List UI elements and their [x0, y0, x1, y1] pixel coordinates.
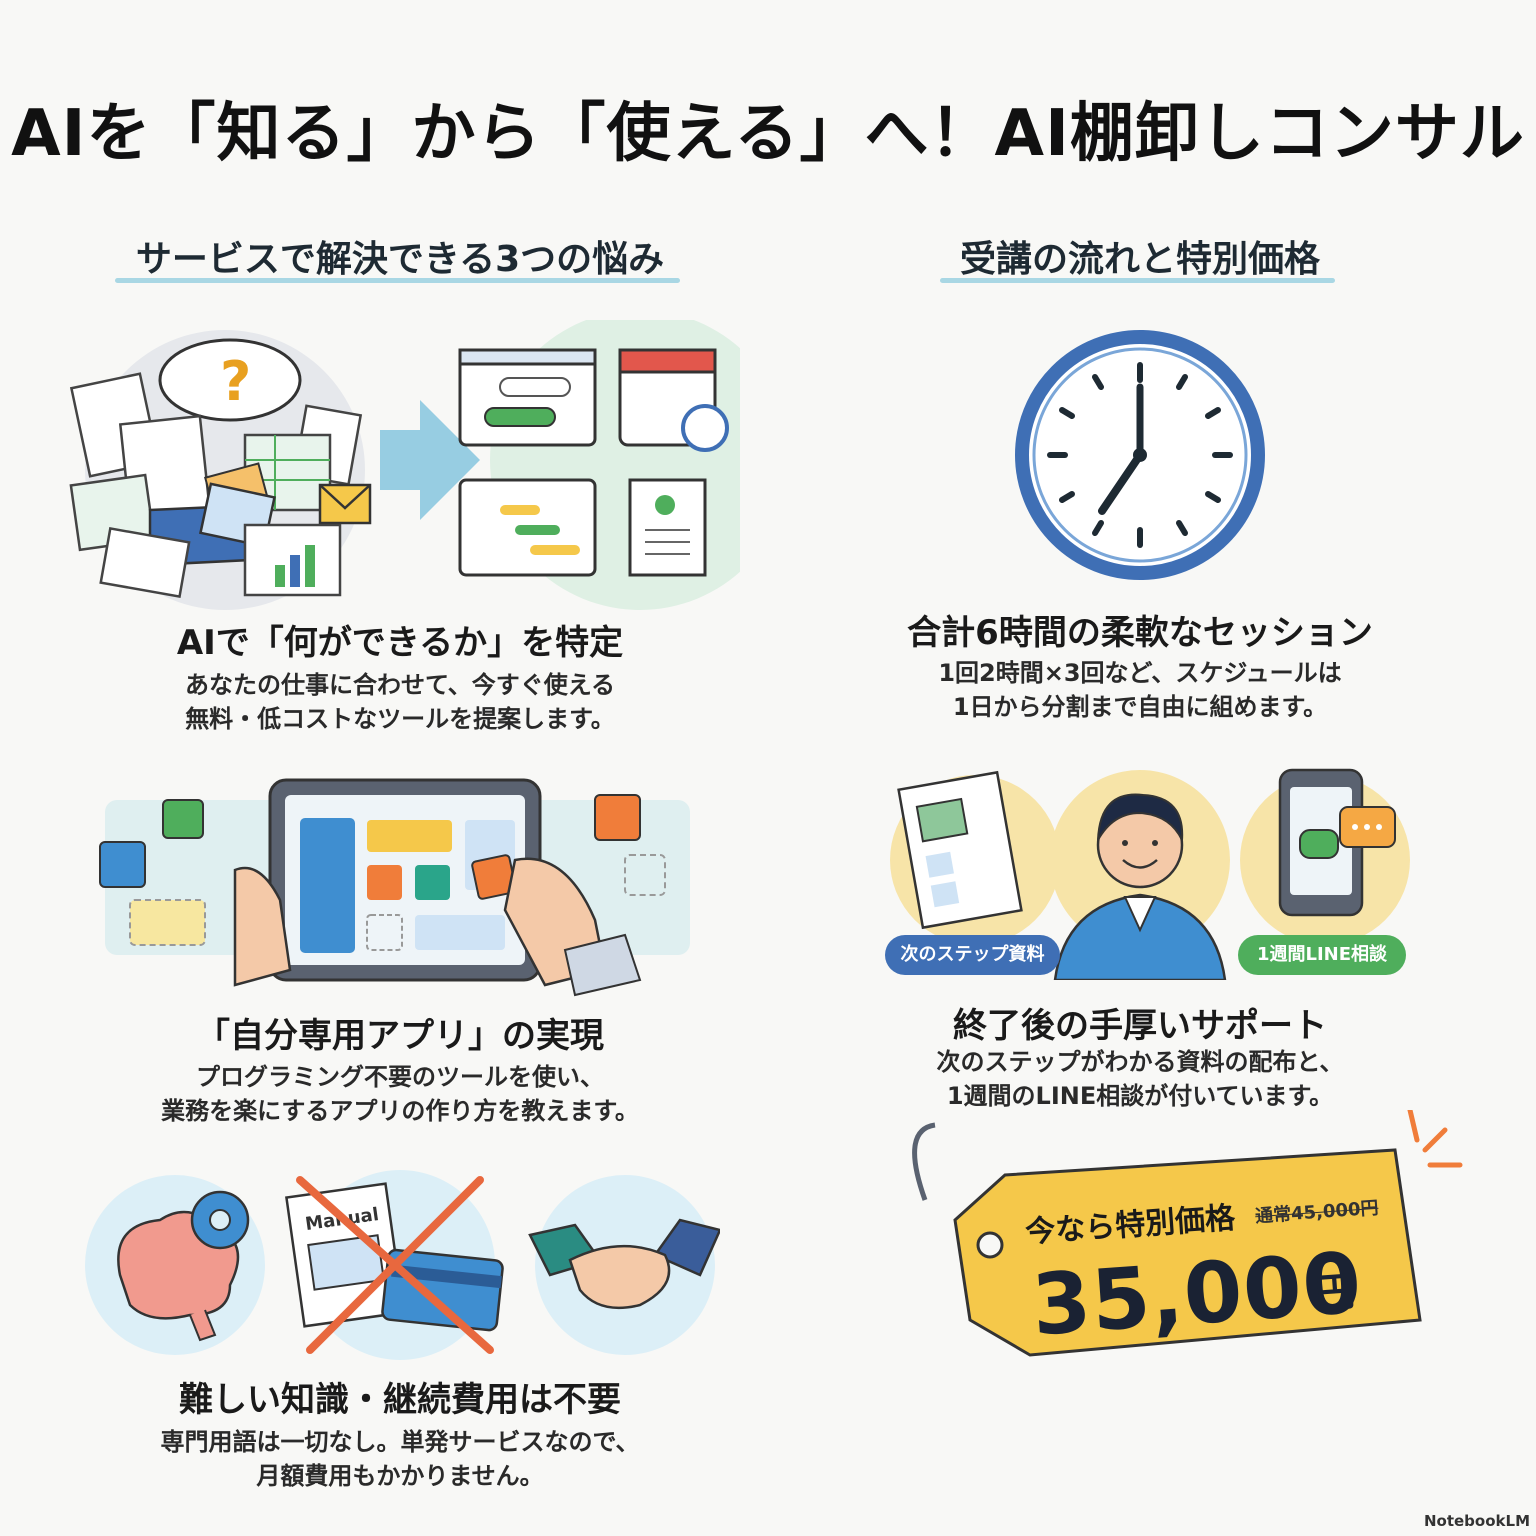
- document-gear-icon: [628, 478, 707, 577]
- left-heading-underline: [115, 278, 680, 283]
- left-item-3-title: 難しい知識・継続費用は不要: [179, 1380, 621, 1420]
- right-item-2-title: 終了後の手厚いサポート: [953, 1006, 1327, 1046]
- left-item-2-line-2: 業務を楽にするアプリの作り方を教えます。: [161, 1097, 639, 1125]
- support-illustration: [890, 768, 1410, 980]
- left-item-1-line-2: 無料・低コストなツールを提案します。: [185, 705, 615, 733]
- left-item-3-line-2: 月額費用もかかりません。: [256, 1462, 544, 1490]
- consultant-icon: [1053, 893, 1227, 980]
- right-item-1-line-2: 1日から分割まで自由に組めます。: [952, 693, 1328, 721]
- no-knowledge-no-fee-illustration: Manual: [85, 1170, 720, 1360]
- line-consultation-badge: 1週間LINE相談: [1238, 935, 1406, 975]
- clock-icon: [1015, 330, 1265, 580]
- arrow-right-icon: [380, 400, 480, 520]
- right-item-1-line-1: 1回2時間×3回など、スケジュールは: [938, 659, 1342, 687]
- notebooklm-watermark: NotebookLM: [1423, 1512, 1530, 1530]
- right-item-1-title: 合計6時間の柔軟なセッション: [907, 613, 1373, 653]
- left-item-2-line-1: プログラミング不要のツールを使い、: [196, 1063, 604, 1091]
- sparkle-icon: [1407, 1110, 1463, 1168]
- tag-string-icon: [912, 1122, 936, 1201]
- price-tag-shape: [912, 1110, 1463, 1357]
- right-item-2-line-1: 次のステップがわかる資料の配布と、: [936, 1048, 1344, 1076]
- tablet-app-builder-illustration: [99, 778, 690, 997]
- thought-cloud-icon: ?: [158, 338, 302, 422]
- right-section-heading: 受講の流れと特別価格: [959, 239, 1320, 280]
- chat-bubble-icon: [1299, 829, 1339, 859]
- chaos-to-order-illustration: ?: [69, 320, 740, 610]
- left-item-1-line-1: あなたの仕事に合わせて、今すぐ使える: [184, 671, 616, 699]
- right-item-2-line-2: 1週間のLINE相談が付いています。: [946, 1082, 1334, 1110]
- clock-small-icon: [681, 404, 729, 452]
- right-heading-underline: [940, 278, 1335, 283]
- next-step-material-badge: 次のステップ資料: [885, 935, 1060, 975]
- left-item-1-title: AIで「何ができるか」を特定: [176, 623, 624, 663]
- page-title: AIを「知る」から「使える」へ！AI棚卸しコンサル: [11, 97, 1525, 171]
- left-item-2-title: 「自分専用アプリ」の実現: [196, 1016, 604, 1056]
- svg-text:?: ?: [220, 350, 251, 413]
- left-section-heading: サービスで解決できる3つの悩み: [135, 239, 665, 280]
- price-unit: 円: [1313, 1268, 1357, 1318]
- left-hand-icon: [233, 866, 292, 987]
- left-item-3-line-1: 専門用語は一切なし。単発サービスなので、: [160, 1428, 640, 1456]
